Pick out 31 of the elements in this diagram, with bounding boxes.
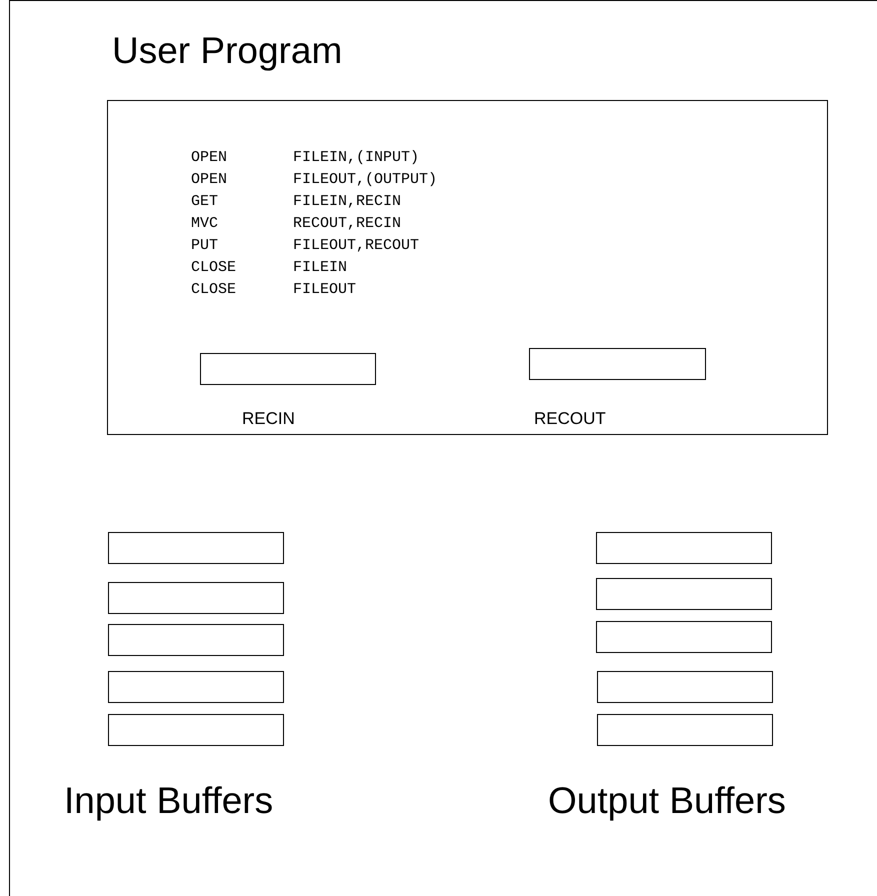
code-instruction: CLOSE — [191, 258, 238, 278]
code-operand: FILEOUT,(OUTPUT) — [293, 170, 438, 190]
code-operand: RECOUT,RECIN — [293, 214, 402, 234]
buffer-box — [529, 348, 706, 380]
buffer-box — [597, 671, 773, 703]
buffer-box — [108, 624, 284, 656]
code-instruction: OPEN — [191, 148, 228, 168]
code-operand: FILEIN,RECIN — [293, 192, 402, 212]
code-operand: FILEIN,(INPUT) — [293, 148, 420, 168]
code-operand: FILEOUT,RECOUT — [293, 236, 420, 256]
field-label: RECIN — [242, 409, 295, 429]
code-instruction: OPEN — [191, 170, 228, 190]
buffer-box — [597, 714, 773, 746]
code-instruction: GET — [191, 192, 220, 212]
code-instruction: MVC — [191, 214, 220, 234]
code-instruction: PUT — [191, 236, 220, 256]
code-operand: FILEIN — [293, 258, 348, 278]
buffer-box — [108, 714, 284, 746]
buffer-box — [108, 582, 284, 614]
field-label: RECOUT — [534, 409, 606, 429]
buffer-box — [596, 578, 772, 610]
buffer-box — [108, 671, 284, 703]
buffer-box — [596, 621, 772, 653]
group-label: Output Buffers — [548, 779, 786, 823]
code-operand: FILEOUT — [293, 280, 358, 300]
buffer-box — [200, 353, 376, 385]
buffer-box — [108, 532, 284, 564]
buffer-box — [596, 532, 772, 564]
code-instruction: CLOSE — [191, 280, 238, 300]
heading: User Program — [112, 29, 342, 73]
group-label: Input Buffers — [64, 779, 274, 823]
